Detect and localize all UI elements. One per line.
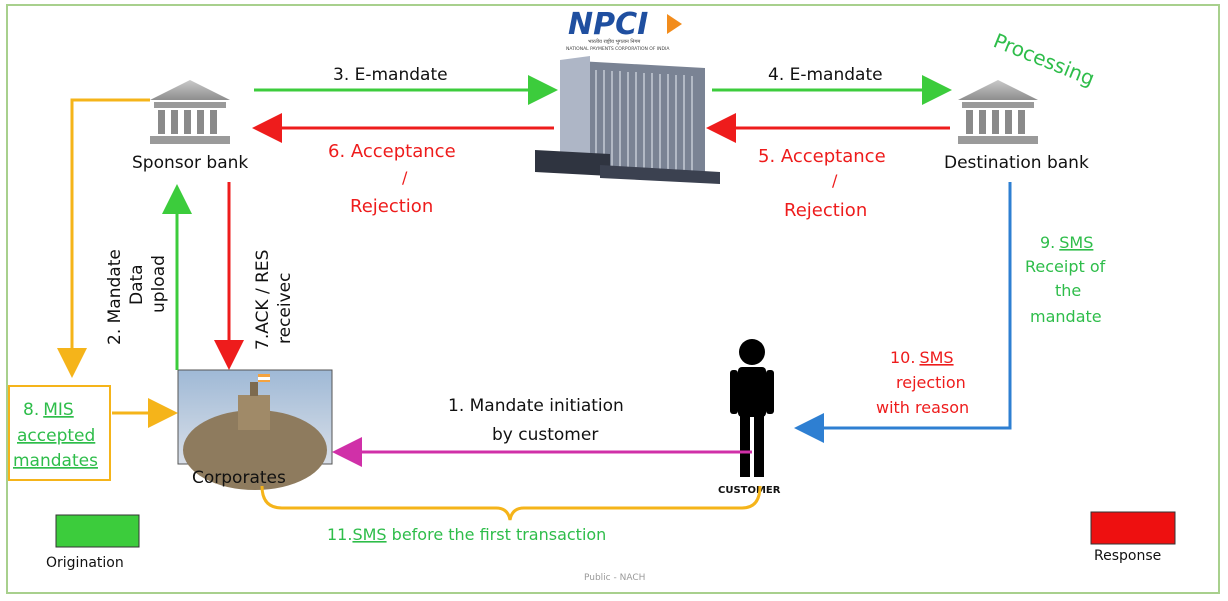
npci-logo-arrow-icon	[667, 14, 682, 34]
footer-label: Public - NACH	[584, 573, 645, 583]
legend-response-swatch	[1090, 511, 1176, 545]
npci-building-icon	[535, 56, 720, 184]
mis-box	[8, 385, 111, 481]
processing-label: Processing	[990, 28, 1098, 90]
step6-label-line3: Rejection	[350, 196, 433, 217]
step2-label: 2. Mandate Data upload	[105, 249, 169, 345]
customer-label: CUSTOMER	[718, 485, 781, 496]
npci-logo-text: NPCI	[568, 7, 648, 42]
step5-label-line1: 5. Acceptance	[758, 146, 886, 167]
step6-label-line1: 6. Acceptance	[328, 141, 456, 162]
svg-text:receivec: receivec	[275, 273, 295, 344]
step3-label: 3. E-mandate	[333, 65, 448, 85]
svg-text:7.ACK / RES: 7.ACK / RES	[253, 250, 273, 350]
arrow-sms-to-customer	[794, 182, 1012, 443]
svg-text:upload: upload	[149, 255, 169, 313]
customer-person-icon	[730, 339, 774, 477]
step9-label-line2: Receipt of	[1025, 257, 1106, 276]
step8-label-line2: accepted	[17, 426, 95, 446]
step10-label-line1: 10.SMS	[890, 348, 954, 367]
npci-logo-hindi: भारतीय राष्ट्रीय भुगतान निगम	[588, 38, 641, 45]
step10-label-line3: with reason	[876, 398, 969, 417]
sponsor-bank-label: Sponsor bank	[132, 153, 248, 173]
svg-text:Data: Data	[127, 264, 147, 305]
step1-label-line2: by customer	[492, 425, 598, 445]
step1-label-line1: 1. Mandate initiation	[448, 396, 624, 416]
corporates-label: Corporates	[192, 468, 286, 488]
diagram-frame	[6, 4, 1220, 594]
step8-label-line1: 8.MIS	[23, 400, 74, 420]
step9-label-line3: the	[1055, 281, 1081, 300]
step4-label: 4. E-mandate	[768, 65, 883, 85]
step9-label-line4: mandate	[1030, 307, 1102, 326]
legend-origination-label: Origination	[46, 555, 124, 571]
sponsor-bank-icon	[150, 80, 230, 144]
step9-label-line1: 9.SMS	[1040, 233, 1093, 252]
step6-label-line2: /	[402, 168, 408, 187]
destination-bank-icon	[958, 80, 1038, 144]
npci-logo-subtitle: NATIONAL PAYMENTS CORPORATION OF INDIA	[566, 46, 670, 52]
bracket-sms-before-transaction	[260, 485, 762, 521]
corporates-image	[177, 369, 333, 490]
step11-label: 11.SMS before the first transaction	[327, 525, 606, 544]
legend-response-label: Response	[1094, 548, 1161, 564]
step10-label-line2: rejection	[896, 373, 966, 392]
legend-origination-swatch	[55, 514, 140, 548]
npci-logo: NPCI भारतीय राष्ट्रीय भुगतान निगम NATION…	[566, 7, 682, 52]
step8-label-line3: mandates	[13, 451, 98, 471]
step5-label-line3: Rejection	[784, 200, 867, 221]
svg-text:2. Mandate: 2. Mandate	[105, 249, 125, 345]
arrow-mis-path	[57, 98, 150, 378]
destination-bank-label: Destination bank	[944, 153, 1089, 173]
step7-label: 7.ACK / RES receivec	[253, 250, 295, 350]
step5-label-line2: /	[832, 171, 838, 190]
